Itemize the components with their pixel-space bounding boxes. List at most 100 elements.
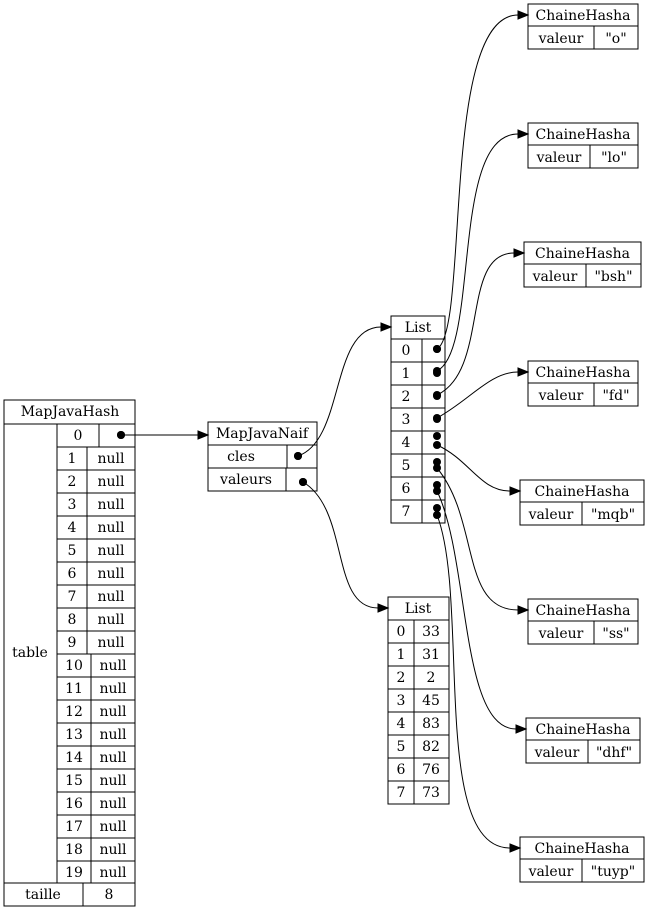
hash-value: null [100, 819, 128, 835]
values-index: 2 [397, 670, 406, 686]
hash-value: null [100, 842, 128, 858]
values-index: 7 [397, 785, 406, 801]
size-label: taille [25, 887, 61, 903]
chaine-title: ChaineHasha [535, 246, 630, 262]
size-value-cell [82, 882, 136, 907]
hash-index: 16 [65, 796, 83, 812]
map-java-hash-title: MapJavaHash [21, 404, 120, 420]
edge-key-to-chaine [436, 490, 517, 730]
edge-key-to-chaine [436, 14, 519, 350]
map-java-hash-header [3, 399, 136, 425]
hash-value: null [98, 451, 126, 467]
hash-value: null [100, 773, 128, 789]
arrowhead [517, 605, 530, 615]
chaine-value: "mqb" [591, 507, 635, 523]
keys-pointer-cell [421, 499, 446, 524]
hash-value: null [100, 658, 128, 674]
keys-index: 7 [402, 504, 411, 520]
chaine-field: valeur [532, 269, 578, 285]
chaine-title: ChaineHasha [536, 365, 631, 381]
hash-value: null [100, 796, 128, 812]
hash-value: null [98, 566, 126, 582]
edge-key-to-chaine [436, 133, 519, 372]
edge-key-to-chaine [436, 444, 511, 492]
hash-value: null [100, 727, 128, 743]
hash-value: null [98, 612, 126, 628]
key-pointer-dot [433, 432, 441, 440]
chaine-field: valeur [538, 31, 584, 47]
key-pointer-dot [433, 367, 441, 375]
hash-index: 6 [68, 566, 77, 582]
chaine-value-cell [593, 620, 639, 645]
key-pointer-dot [433, 458, 441, 466]
keys-index: 5 [402, 458, 411, 474]
edge-key-to-chaine [436, 252, 515, 396]
chaine-value: "ss" [602, 626, 629, 642]
hash-index: 19 [65, 865, 83, 881]
values-index: 5 [397, 739, 406, 755]
arrowhead [517, 129, 530, 139]
arrowhead [197, 430, 210, 440]
arrowhead [513, 248, 526, 258]
values-pointer-dot [299, 478, 307, 486]
hash-index: 17 [65, 819, 83, 835]
keys-index: 2 [402, 389, 411, 405]
keys-pointer-cell [421, 476, 446, 501]
table-label-cell [3, 423, 58, 884]
values-index: 1 [397, 647, 406, 663]
hash-index: 4 [68, 520, 77, 536]
arrowhead [517, 10, 530, 20]
key-pointer-dot [433, 511, 441, 519]
edge-key-to-chaine [436, 514, 511, 849]
values-value: 31 [422, 647, 440, 663]
table-label: table [12, 645, 48, 661]
edge-cles-to-list [297, 326, 382, 457]
hash-value: null [98, 497, 126, 513]
chaine-value-cell [593, 382, 639, 407]
chaine-value-cell [581, 501, 645, 526]
hash-value: null [98, 543, 126, 559]
size-value: 8 [105, 887, 114, 903]
chaine-value-cell [587, 739, 641, 764]
keys-list-title: List [405, 320, 432, 336]
chaine-title: ChaineHasha [536, 127, 631, 143]
edge-key-to-chaine [436, 371, 519, 419]
values-value: 73 [422, 785, 440, 801]
hash-value: null [100, 865, 128, 881]
key-pointer-dot [433, 441, 441, 449]
arrowhead [509, 486, 522, 496]
hash-index: 3 [68, 497, 77, 513]
key-pointer-dot [433, 414, 441, 422]
keys-label: cles [227, 449, 255, 465]
map-java-naif-title: MapJavaNaif [216, 426, 310, 442]
chaine-title: ChaineHasha [536, 603, 631, 619]
values-value: 45 [422, 693, 440, 709]
key-pointer-dot [433, 391, 441, 399]
hash-value: null [100, 704, 128, 720]
edge-key-to-chaine [436, 467, 519, 611]
slot-0-pointer-dot [117, 431, 125, 439]
hash-value: null [100, 681, 128, 697]
hash-value: null [98, 589, 126, 605]
hash-index: 10 [65, 658, 83, 674]
hash-value: null [98, 520, 126, 536]
values-index: 4 [397, 716, 406, 732]
hash-index: 13 [65, 727, 83, 743]
chaine-field: valeur [538, 626, 584, 642]
chaine-field: valeur [528, 864, 574, 880]
edge-valeurs-to-list [302, 481, 379, 609]
hash-index: 8 [68, 612, 77, 628]
chaine-value: "o" [605, 31, 626, 47]
values-value: 33 [422, 624, 440, 640]
values-index: 0 [397, 624, 406, 640]
values-value-cell [413, 780, 450, 805]
chaine-value-cell [589, 144, 639, 169]
hash-index: 7 [68, 589, 77, 605]
chaine-value-cell [585, 263, 642, 288]
arrowhead [380, 322, 393, 332]
chaine-field: valeur [538, 388, 584, 404]
hash-index: 1 [68, 451, 77, 467]
hash-value: null [98, 474, 126, 490]
hash-index: 15 [65, 773, 83, 789]
